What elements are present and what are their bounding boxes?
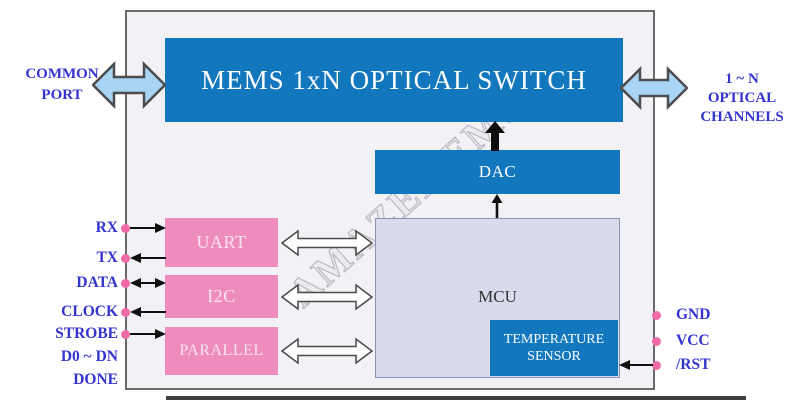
pin-label-clock: CLOCK xyxy=(61,303,118,320)
pin-dot-tx xyxy=(121,254,130,263)
mcu-to-dac-arrow-icon xyxy=(491,194,503,219)
pin-label-vcc: VCC xyxy=(676,332,710,349)
optical-channels-label: 1 ~ N OPTICAL CHANNELS xyxy=(690,70,794,127)
uart-mcu-bus-arrow-icon xyxy=(281,229,373,257)
pin-label-done: DONE xyxy=(73,371,118,388)
temperature-sensor-line2: SENSOR xyxy=(527,349,581,364)
common-port-line1: COMMON xyxy=(25,66,99,82)
temperature-sensor-line1: TEMPERATURE xyxy=(503,332,605,347)
channels-line3: CHANNELS xyxy=(700,109,784,125)
rx-arrow-right-icon xyxy=(130,223,166,233)
common-port-line2: PORT xyxy=(41,87,83,103)
pin-dot-rst xyxy=(652,361,661,370)
pin-label-rst: /RST xyxy=(676,356,711,373)
bottom-crop-strip xyxy=(166,396,746,400)
channels-line2: OPTICAL xyxy=(707,90,777,106)
uart-label: UART xyxy=(196,232,247,252)
pin-label-rx: RX xyxy=(95,219,118,236)
i2c-label: I2C xyxy=(207,286,236,306)
uart-block: UART xyxy=(165,218,278,267)
dac-label: DAC xyxy=(478,162,517,181)
pin-dot-gnd xyxy=(652,311,661,320)
dac-to-mems-arrow-icon xyxy=(485,121,505,151)
pin-dot-vcc xyxy=(652,337,661,346)
pin-label-tx: TX xyxy=(96,249,118,266)
i2c-block: I2C xyxy=(165,275,278,318)
tx-arrow-left-icon xyxy=(130,253,166,263)
pin-label-strobe: STROBE xyxy=(55,325,118,342)
pin-dot-rx xyxy=(121,224,130,233)
parallel-label: PARALLEL xyxy=(179,342,264,359)
mcu-label: MCU xyxy=(478,287,517,306)
temperature-sensor-block: TEMPERATURE SENSOR xyxy=(490,320,618,376)
pin-label-gnd: GND xyxy=(676,306,711,323)
i2c-mcu-bus-arrow-icon xyxy=(281,283,373,311)
pin-dot-data xyxy=(121,279,130,288)
common-port-double-arrow-icon xyxy=(92,60,166,110)
channels-line1: 1 ~ N xyxy=(725,71,759,87)
optical-channels-double-arrow-icon xyxy=(620,65,688,111)
mems-switch-label: MEMS 1xN OPTICAL SWITCH xyxy=(201,64,587,95)
parallel-mcu-bus-arrow-icon xyxy=(281,337,373,365)
common-port-label: COMMON PORT xyxy=(12,64,112,106)
clock-arrow-left-icon xyxy=(130,307,166,317)
pin-dot-strobe xyxy=(121,330,130,339)
mems-switch-block: MEMS 1xN OPTICAL SWITCH xyxy=(165,38,623,122)
pin-label-data: DATA xyxy=(76,274,118,291)
strobe-arrow-right-icon xyxy=(130,329,166,339)
pin-dot-clock xyxy=(121,308,130,317)
parallel-block: PARALLEL xyxy=(165,327,278,375)
pin-label-d0-dn: D0 ~ DN xyxy=(60,348,118,365)
dac-block: DAC xyxy=(375,150,620,194)
rst-arrow-left-icon xyxy=(619,360,653,370)
data-arrow-bidirectional-icon xyxy=(130,278,166,288)
